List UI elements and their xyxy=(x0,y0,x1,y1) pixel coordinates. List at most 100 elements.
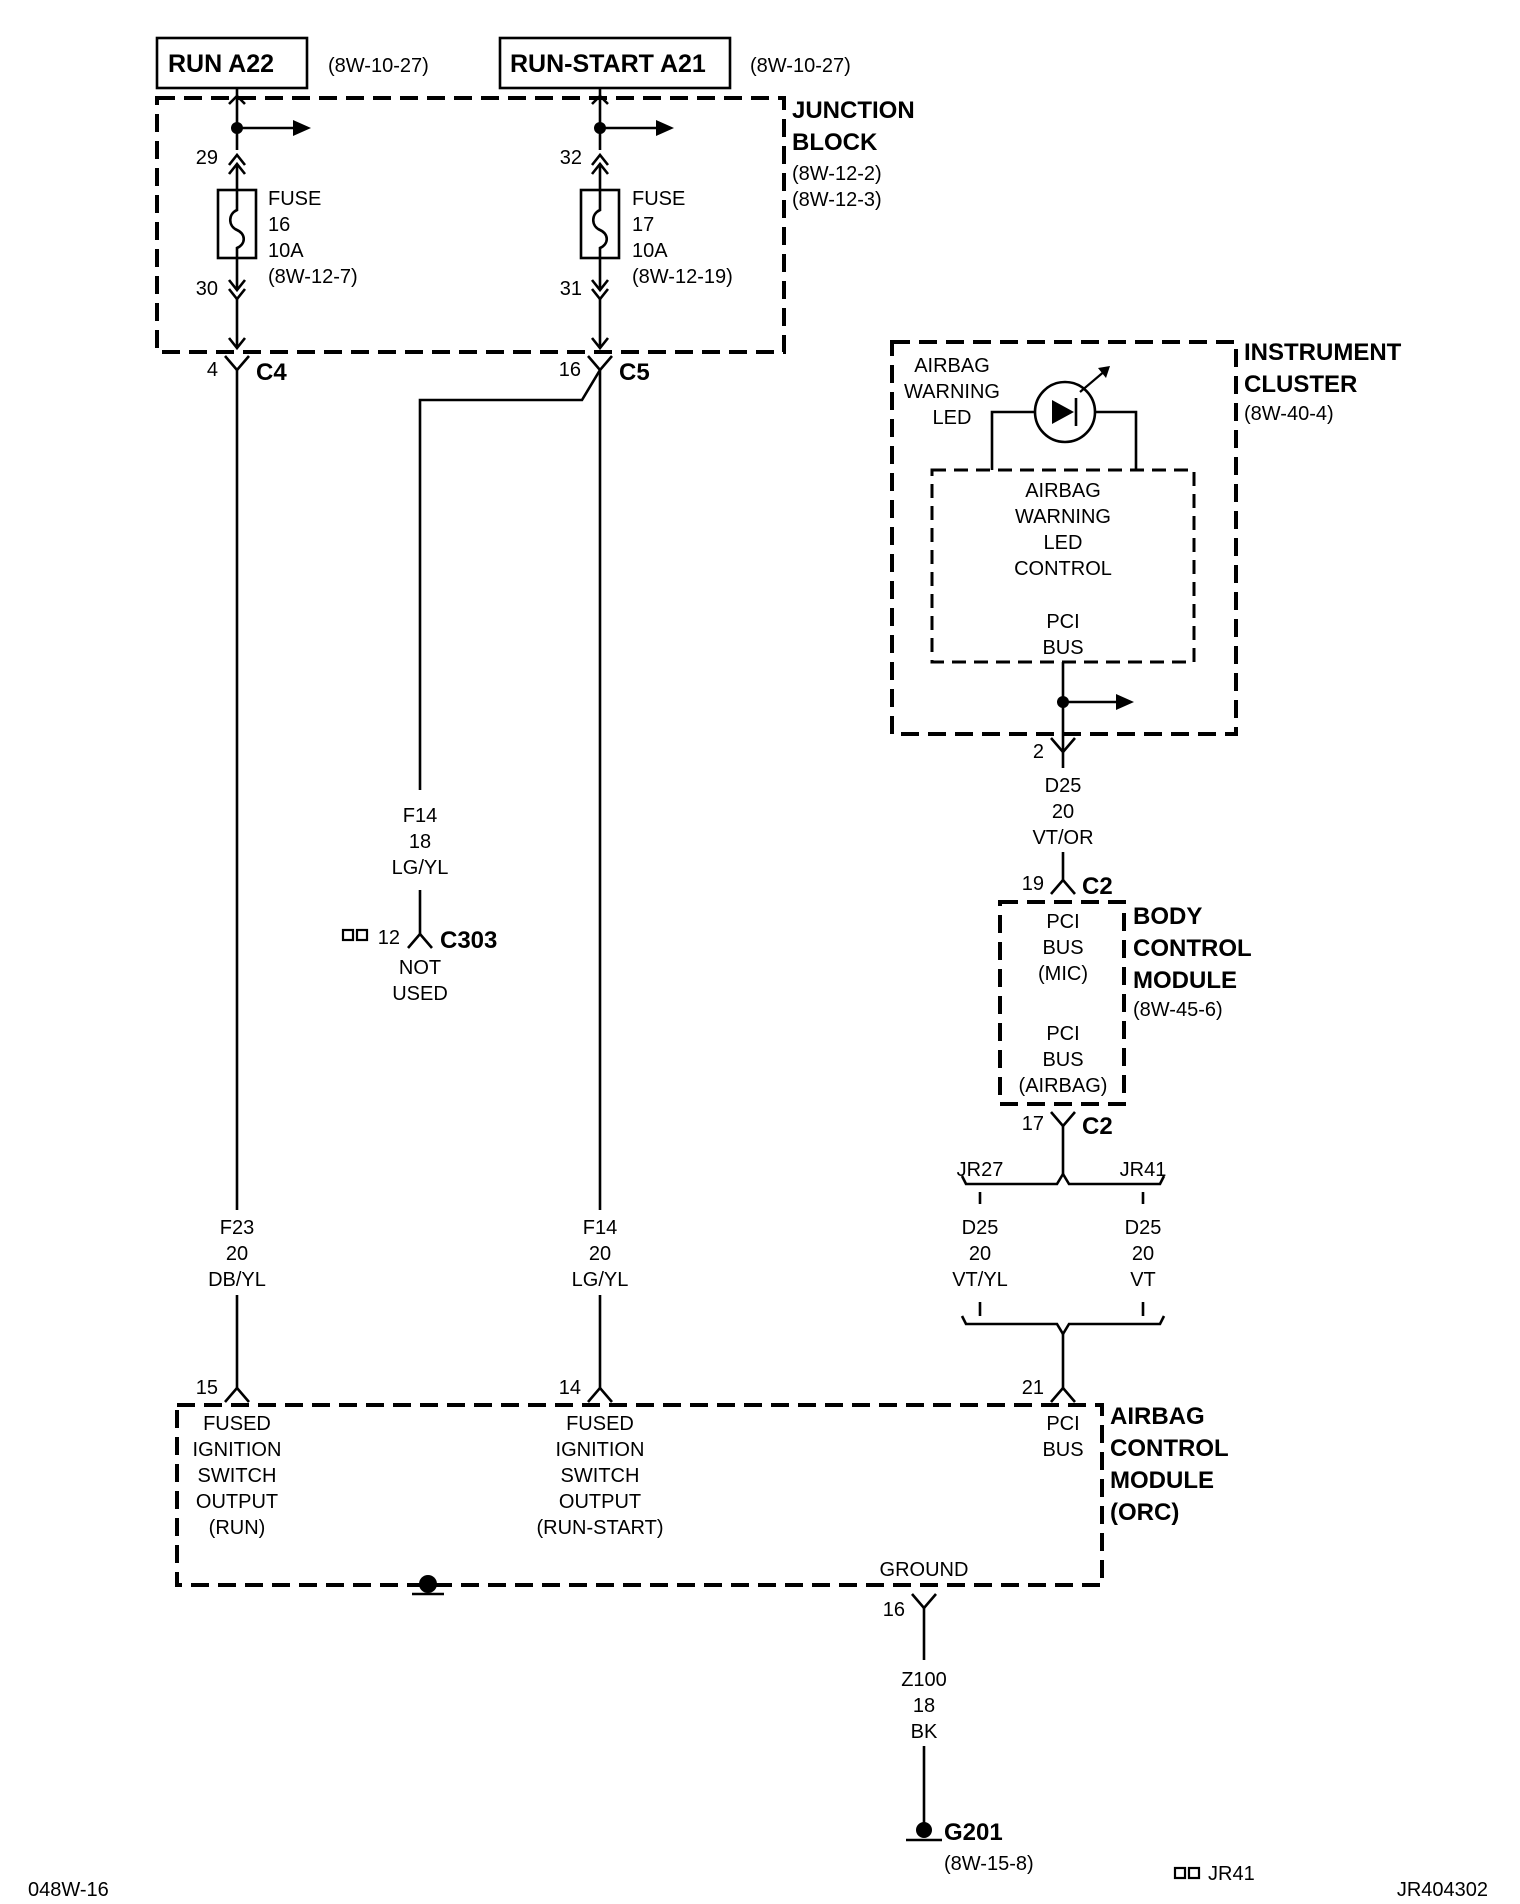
c4-pin: 4 xyxy=(207,359,218,381)
bcm-border xyxy=(998,900,1126,1106)
d25-jr27-color: VT/YL xyxy=(952,1269,1008,1291)
f14-lower-gauge: 20 xyxy=(589,1243,611,1265)
arrow-down-icon xyxy=(590,337,610,351)
connector-icon xyxy=(1050,1111,1076,1128)
run-start-source: RUN-START A21 (8W-10-27) xyxy=(498,36,851,90)
connector-icon xyxy=(587,1386,613,1403)
fuse-17-label-1: FUSE xyxy=(632,188,685,210)
f14-upper-color: LG/YL xyxy=(392,857,449,879)
option-box-icon xyxy=(1187,1866,1201,1880)
connector-chevron-icon xyxy=(590,152,610,175)
bcm-mic-1: PCI xyxy=(1046,911,1079,933)
fuse-17-ref: (8W-12-19) xyxy=(632,266,733,288)
fuse-17-pin-out: 31 xyxy=(560,278,582,300)
fuse-17-pin-in: 32 xyxy=(560,147,582,169)
wire-f23: 4 C4 F23 20 DB/YL xyxy=(207,355,287,1388)
option-box-icon xyxy=(355,928,369,942)
arrow-up-icon xyxy=(228,94,246,105)
ic-led-label-2: WARNING xyxy=(904,381,1000,403)
d25-jr41-color: VT xyxy=(1130,1269,1156,1291)
f14-upper-code: F14 xyxy=(403,805,437,827)
led-icon xyxy=(990,366,1138,470)
footer-mid: JR41 xyxy=(1208,1863,1255,1885)
wire-d25-pci: 17 C2 JR27 JR41 D25 20 VT/YL D25 20 VT xyxy=(952,1111,1167,1388)
connector-chevron-icon xyxy=(227,152,247,175)
d25-ic-gauge: 20 xyxy=(1052,801,1074,823)
acm-name-3: MODULE xyxy=(1110,1467,1214,1494)
acm-pci-pin: 21 xyxy=(1022,1377,1044,1399)
c303-name: C303 xyxy=(440,927,497,954)
acm-border xyxy=(175,1403,1104,1587)
arrow-up-icon xyxy=(591,94,609,105)
acm-runstart-3: SWITCH xyxy=(561,1465,640,1487)
junction-block-name-1: JUNCTION xyxy=(792,97,915,124)
run-source: RUN A22 (8W-10-27) xyxy=(155,36,429,90)
junction-block-ref-2: (8W-12-3) xyxy=(792,189,882,211)
bcm-name-1: BODY xyxy=(1133,903,1202,930)
ic-pci-2: BUS xyxy=(1042,637,1083,659)
bcm-ref: (8W-45-6) xyxy=(1133,999,1223,1021)
bcm-mic-2: BUS xyxy=(1042,937,1083,959)
ic-control-4: CONTROL xyxy=(1014,558,1112,580)
acm-runstart-pin: 14 xyxy=(559,1377,581,1399)
run-start-source-box xyxy=(498,36,732,90)
run-source-label: RUN A22 xyxy=(168,50,274,78)
ic-control-3: LED xyxy=(1044,532,1083,554)
wire-f14-branch: F14 18 LG/YL 12 C303 NOT USED xyxy=(341,798,497,1005)
junction-block-ref-1: (8W-12-2) xyxy=(792,163,882,185)
bcm-airbag-3: (AIRBAG) xyxy=(1019,1075,1108,1097)
ic-led-label-3: LED xyxy=(933,407,972,429)
acm-run-4: OUTPUT xyxy=(196,1491,278,1513)
run-start-source-ref: (8W-10-27) xyxy=(750,55,851,77)
ic-led-label-1: AIRBAG xyxy=(914,355,990,377)
footer-right: JR404302 xyxy=(1397,1879,1488,1901)
footer-left: 048W-16 xyxy=(28,1879,109,1901)
fuse-16-label-1: FUSE xyxy=(268,188,321,210)
arrow-right-icon xyxy=(1116,694,1134,710)
arrow-right-icon xyxy=(656,120,674,136)
acm-run-5: (RUN) xyxy=(209,1517,266,1539)
fuse-16-label-2: 16 xyxy=(268,214,290,236)
acm-name-2: CONTROL xyxy=(1110,1435,1229,1462)
connector-icon xyxy=(911,1593,937,1610)
d25-jr41-gauge: 20 xyxy=(1132,1243,1154,1265)
d25-ic-code: D25 xyxy=(1045,775,1082,797)
acm-pci-2: BUS xyxy=(1042,1439,1083,1461)
c303-note-1: NOT xyxy=(399,957,441,979)
splice-jr41: JR41 xyxy=(1120,1159,1167,1181)
c303-pin: 12 xyxy=(378,927,400,949)
fuse-17-label-2: 17 xyxy=(632,214,654,236)
d25-jr27-code: D25 xyxy=(962,1217,999,1239)
d25-ic-color: VT/OR xyxy=(1032,827,1093,849)
c303-note-2: USED xyxy=(392,983,448,1005)
splice-bracket-icon xyxy=(960,1171,1166,1186)
arrow-down-icon xyxy=(227,337,247,351)
d25-jr27-gauge: 20 xyxy=(969,1243,991,1265)
wire-z100: 16 Z100 18 BK G201 (8W-15-8) xyxy=(883,1593,1034,1875)
acm-runstart-2: IGNITION xyxy=(556,1439,645,1461)
bcm-out-pin: 17 xyxy=(1022,1113,1044,1135)
instrument-cluster-name-2: CLUSTER xyxy=(1244,371,1357,398)
run-source-box xyxy=(155,36,309,90)
acm-name-1: AIRBAG xyxy=(1110,1403,1205,1430)
bcm-airbag-1: PCI xyxy=(1046,1023,1079,1045)
bcm-name-3: MODULE xyxy=(1133,967,1237,994)
fuse-16-circuit: 29 30 FUSE 16 10A (8W-12-7) xyxy=(196,88,358,351)
wire-f14: 16 C5 F14 20 LG/YL xyxy=(418,355,650,1388)
junction-block-border xyxy=(155,96,786,354)
bcm-name-2: CONTROL xyxy=(1133,935,1252,962)
acm-ground-pin: 16 xyxy=(883,1599,905,1621)
f23-code: F23 xyxy=(220,1217,254,1239)
run-source-ref: (8W-10-27) xyxy=(328,55,429,77)
f23-color: DB/YL xyxy=(208,1269,266,1291)
acm-run-2: IGNITION xyxy=(193,1439,282,1461)
f14-lower-code: F14 xyxy=(583,1217,617,1239)
z100-code: Z100 xyxy=(901,1669,947,1691)
c5-pin: 16 xyxy=(559,359,581,381)
connector-icon xyxy=(1050,1386,1076,1403)
acm-run-1: FUSED xyxy=(203,1413,271,1435)
ground-name: G201 xyxy=(944,1819,1003,1846)
option-box-icon xyxy=(1173,1866,1187,1880)
splice-jr27: JR27 xyxy=(957,1159,1004,1181)
